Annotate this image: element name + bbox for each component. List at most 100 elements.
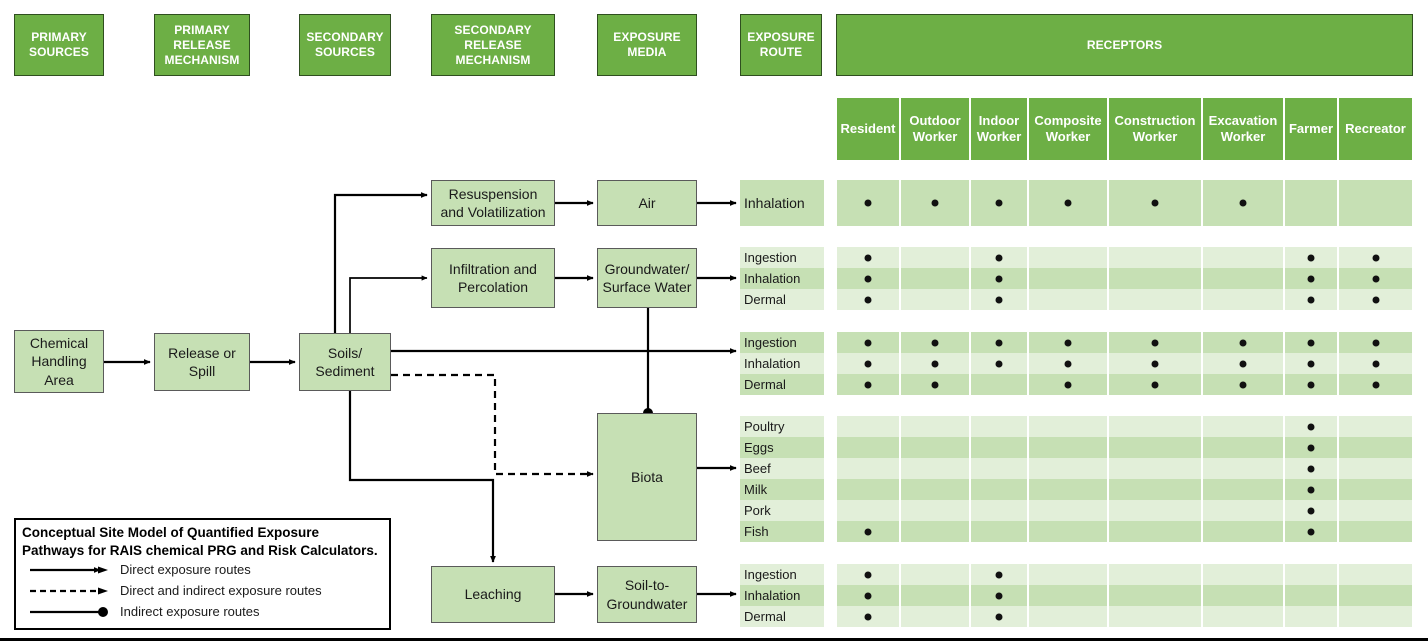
pathway-dot-icon bbox=[995, 254, 1003, 261]
exposure-route-label-poultry: Poultry bbox=[740, 416, 824, 437]
matrix-cell bbox=[900, 521, 970, 542]
pathway-dot-icon bbox=[995, 275, 1003, 282]
matrix-cell bbox=[1108, 585, 1202, 606]
pathway-dot-icon bbox=[864, 592, 872, 599]
legend-box: Conceptual Site Model of Quantified Expo… bbox=[14, 518, 391, 630]
matrix-cell bbox=[1202, 353, 1284, 374]
matrix-cell bbox=[1284, 247, 1338, 268]
matrix-cell bbox=[1028, 374, 1108, 395]
matrix-cell bbox=[1338, 458, 1413, 479]
matrix-cell bbox=[900, 247, 970, 268]
exposure-route-label-milk: Milk bbox=[740, 479, 824, 500]
matrix-cell bbox=[900, 437, 970, 458]
matrix-cell bbox=[1202, 564, 1284, 585]
matrix-cell bbox=[1338, 374, 1413, 395]
matrix-cell bbox=[1108, 353, 1202, 374]
receptor-header-farmer: Farmer bbox=[1284, 98, 1338, 160]
pathway-dot-icon bbox=[995, 571, 1003, 578]
matrix-cell bbox=[1028, 564, 1108, 585]
legend-item-direct-indirect: Direct and indirect exposure routes bbox=[22, 580, 383, 601]
matrix-cell bbox=[1284, 332, 1338, 353]
pathway-dot-icon bbox=[931, 381, 939, 388]
matrix-cell bbox=[970, 289, 1028, 310]
process-box-biota: Biota bbox=[597, 413, 697, 541]
pathway-dot-icon bbox=[864, 381, 872, 388]
pathway-dot-icon bbox=[864, 571, 872, 578]
process-box-soil-to-groundwater: Soil-to-Groundwater bbox=[597, 566, 697, 623]
matrix-cell bbox=[970, 247, 1028, 268]
matrix-cell bbox=[836, 374, 900, 395]
pathway-dot-icon bbox=[1307, 296, 1315, 303]
matrix-cell bbox=[1108, 180, 1202, 226]
exposure-route-label-inhalation: Inhalation bbox=[740, 353, 824, 374]
exposure-route-label-eggs: Eggs bbox=[740, 437, 824, 458]
matrix-cell bbox=[1338, 353, 1413, 374]
matrix-cell bbox=[1028, 521, 1108, 542]
matrix-cell bbox=[1028, 268, 1108, 289]
matrix-cell bbox=[900, 332, 970, 353]
matrix-cell bbox=[1202, 500, 1284, 521]
matrix-cell bbox=[1202, 458, 1284, 479]
receptor-header-resident: Resident bbox=[836, 98, 900, 160]
exposure-route-label-inhalation: Inhalation bbox=[740, 585, 824, 606]
matrix-cell bbox=[970, 585, 1028, 606]
pathway-dot-icon bbox=[1307, 254, 1315, 261]
pathway-dot-icon bbox=[995, 199, 1003, 207]
pathway-dot-icon bbox=[1239, 199, 1247, 207]
matrix-cell bbox=[1284, 585, 1338, 606]
matrix-cell bbox=[1108, 458, 1202, 479]
matrix-cell bbox=[900, 180, 970, 226]
exposure-route-label-dermal: Dermal bbox=[740, 289, 824, 310]
column-header-secondary-release-mechanism: SECONDARY RELEASE MECHANISM bbox=[431, 14, 555, 76]
matrix-cell bbox=[1108, 564, 1202, 585]
matrix-cell bbox=[900, 458, 970, 479]
matrix-cell bbox=[900, 353, 970, 374]
matrix-cell bbox=[970, 458, 1028, 479]
receptor-header-indoor-worker: Indoor Worker bbox=[970, 98, 1028, 160]
matrix-cell bbox=[1028, 332, 1108, 353]
pathway-dot-icon bbox=[1372, 296, 1379, 303]
matrix-cell bbox=[1108, 606, 1202, 627]
matrix-cell bbox=[1108, 268, 1202, 289]
matrix-cell bbox=[1284, 289, 1338, 310]
pathway-dot-icon bbox=[864, 275, 872, 282]
column-header-exposure-route: EXPOSURE ROUTE bbox=[740, 14, 822, 76]
matrix-cell bbox=[1108, 374, 1202, 395]
matrix-cell bbox=[1202, 521, 1284, 542]
exposure-route-label-ingestion: Ingestion bbox=[740, 564, 824, 585]
matrix-cell bbox=[1202, 180, 1284, 226]
receptor-header-excavation-worker: Excavation Worker bbox=[1202, 98, 1284, 160]
legend-item-label: Indirect exposure routes bbox=[120, 604, 260, 620]
pathway-dot-icon bbox=[1372, 339, 1379, 346]
matrix-cell bbox=[1338, 585, 1413, 606]
matrix-cell bbox=[1338, 289, 1413, 310]
legend-title-line2: Pathways for RAIS chemical PRG and Risk … bbox=[22, 542, 378, 558]
matrix-cell bbox=[900, 564, 970, 585]
matrix-cell bbox=[970, 268, 1028, 289]
matrix-cell bbox=[1108, 332, 1202, 353]
pathway-dot-icon bbox=[1064, 360, 1072, 367]
matrix-cell bbox=[1338, 268, 1413, 289]
process-box-resuspension-and-volatilization: Resuspension and Volatilization bbox=[431, 180, 555, 226]
column-header-receptors: RECEPTORS bbox=[836, 14, 1413, 76]
matrix-cell bbox=[1284, 606, 1338, 627]
matrix-cell bbox=[1028, 479, 1108, 500]
legend-title-line1: Conceptual Site Model of Quantified Expo… bbox=[22, 525, 320, 540]
matrix-cell bbox=[1202, 479, 1284, 500]
matrix-cell bbox=[836, 437, 900, 458]
exposure-route-label-dermal: Dermal bbox=[740, 606, 824, 627]
pathway-dot-icon bbox=[1239, 339, 1247, 346]
pathway-dot-icon bbox=[931, 339, 939, 346]
process-box-groundwater-surface-water: Groundwater/ Surface Water bbox=[597, 248, 697, 308]
matrix-cell bbox=[970, 374, 1028, 395]
matrix-cell bbox=[1108, 289, 1202, 310]
matrix-cell bbox=[1202, 374, 1284, 395]
matrix-cell bbox=[1202, 437, 1284, 458]
pathway-dot-icon bbox=[1307, 381, 1315, 388]
matrix-cell bbox=[1338, 416, 1413, 437]
matrix-cell bbox=[1338, 180, 1413, 226]
receptor-header-composite-worker: Composite Worker bbox=[1028, 98, 1108, 160]
matrix-cell bbox=[1202, 289, 1284, 310]
matrix-cell bbox=[1338, 332, 1413, 353]
pathway-dot-icon bbox=[864, 528, 872, 535]
